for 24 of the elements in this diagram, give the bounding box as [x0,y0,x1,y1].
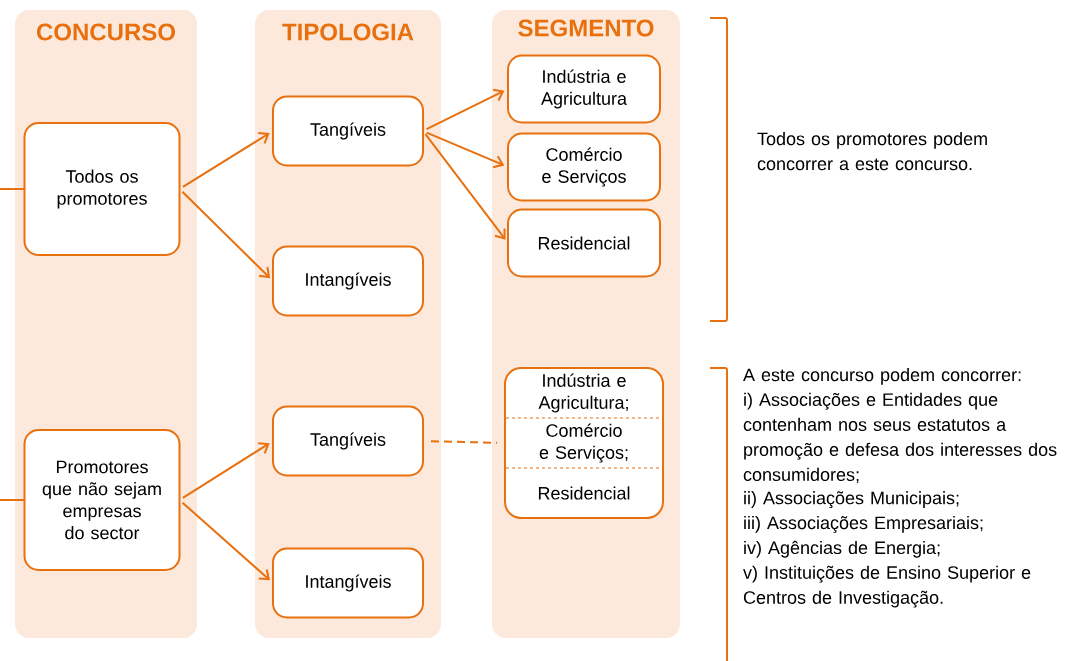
process-box: Tangíveis [272,95,424,167]
process-box: Residencial [507,208,661,278]
note-text: A este concurso podem concorrer: [743,368,1021,385]
note-text: iv) Agências de Energia; [744,540,940,558]
process-box: Indústria e Agricultura [507,54,661,124]
arrow [424,133,506,240]
arrow [425,88,505,131]
process-box: Intangíveis [272,245,424,317]
note-text: v) Instituições de Ensino Superior e Centros de Investigação. [743,565,1031,608]
process-box: Promotores que não sejam empresas do sector [23,429,181,571]
process-box: Todos os promotores [23,122,181,256]
arrow [181,501,270,581]
arrow [181,442,270,499]
arrow [181,132,270,188]
note-text: ii) Associações Municipais; [744,491,959,508]
arrow [425,131,505,169]
note-text: Todos os promotores podem concorrer a este concurso. [757,132,987,171]
note-text: i) Associações e Entidades que contenham nos seus estatutos a promoção e defesa dos interesses dos consumidores; [743,392,1057,484]
note-text: iii) Associações Empresariais; [744,515,983,533]
process-box: Tangíveis [272,405,424,477]
process-box: Comércio e Serviços [507,132,661,202]
segment-box: Indústria e Agricultura; Comércio e Serviços; Residencial [504,367,664,519]
process-box: Intangíveis [272,547,424,619]
arrow [181,190,271,279]
